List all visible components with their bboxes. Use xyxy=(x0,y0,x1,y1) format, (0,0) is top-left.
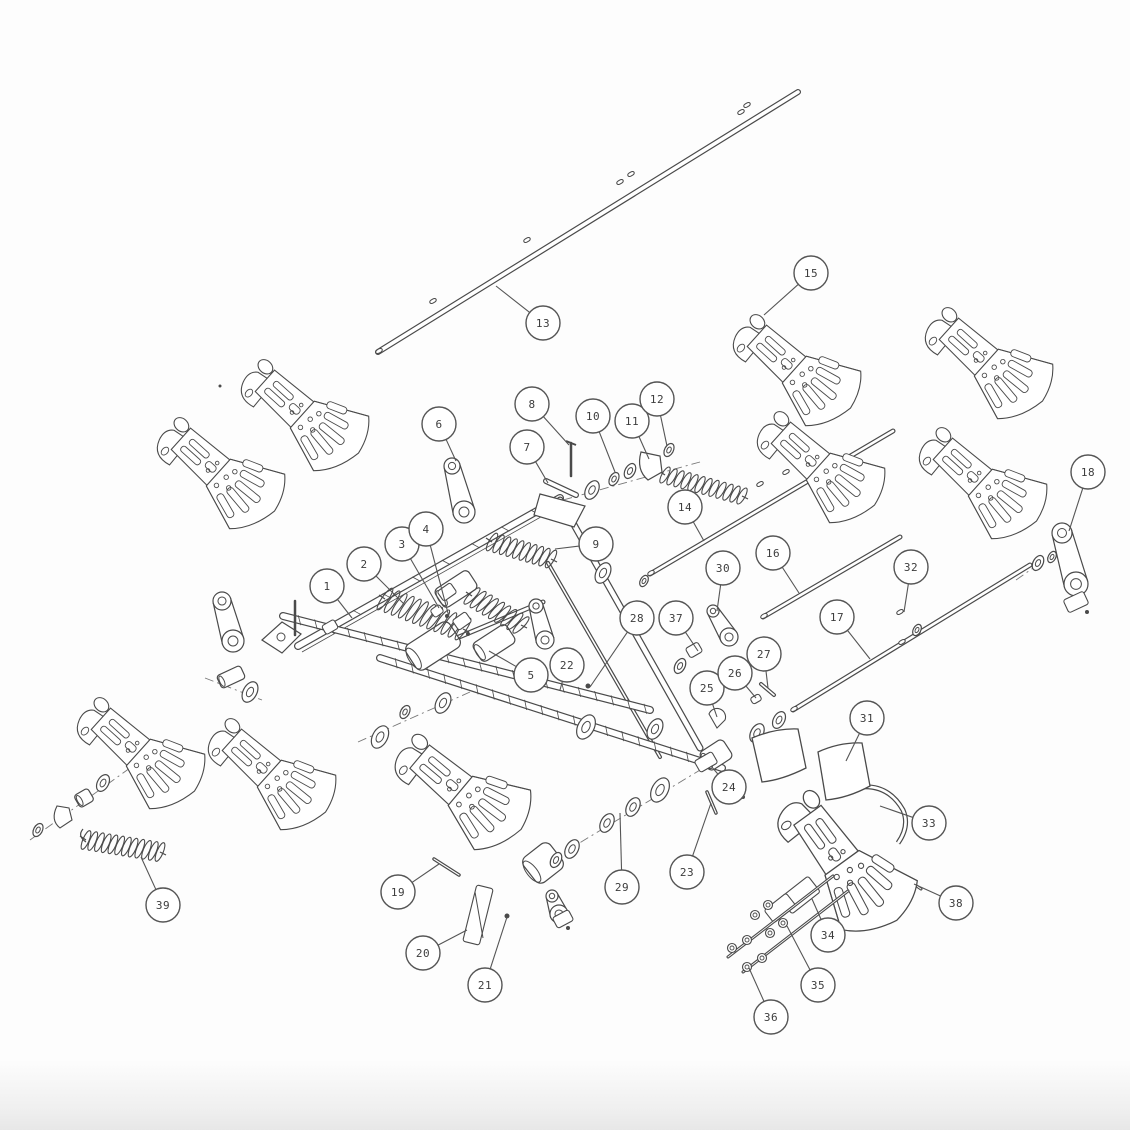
callout-number: 32 xyxy=(904,561,918,574)
callout-number: 22 xyxy=(560,659,574,672)
callout-16: 16 xyxy=(755,535,800,594)
callout-number: 25 xyxy=(700,682,714,695)
callout-24: 24 xyxy=(710,765,747,805)
callout-number: 13 xyxy=(536,317,550,330)
callout-6: 6 xyxy=(421,406,457,462)
callout-number: 34 xyxy=(821,929,835,942)
callout-13: 13 xyxy=(495,285,561,341)
callout-10: 10 xyxy=(575,398,616,473)
callout-number: 19 xyxy=(391,886,405,899)
callout-number: 35 xyxy=(811,979,825,992)
spider-wheel-assembly xyxy=(912,284,1066,434)
callout-number: 30 xyxy=(716,562,730,575)
links-pins-clamps xyxy=(53,384,1089,946)
callout-37: 37 xyxy=(658,600,699,652)
callout-5: 5 xyxy=(488,650,549,693)
callout-32: 32 xyxy=(893,549,929,613)
callout-number: 20 xyxy=(416,947,430,960)
callout-14: 14 xyxy=(667,489,705,542)
callout-number: 38 xyxy=(949,897,963,910)
callout-27: 27 xyxy=(746,636,782,689)
callout-12: 12 xyxy=(639,381,675,447)
callout-number: 14 xyxy=(678,501,692,514)
callout-29: 29 xyxy=(604,812,640,905)
callout-11: 11 xyxy=(614,403,650,460)
callout-number: 3 xyxy=(398,538,405,551)
callout-33: 33 xyxy=(879,805,947,841)
callout-number: 28 xyxy=(630,612,644,625)
callout-19: 19 xyxy=(380,863,440,910)
callout-number: 18 xyxy=(1081,466,1095,479)
callout-number: 23 xyxy=(680,866,694,879)
callout-22: 22 xyxy=(549,647,585,691)
callout-number: 17 xyxy=(830,611,844,624)
callout-number: 5 xyxy=(527,669,534,682)
callout-28: 28 xyxy=(589,600,655,688)
spider-wheel-assembly xyxy=(382,709,545,865)
callout-number: 36 xyxy=(764,1011,778,1024)
spider-wheel-assembly xyxy=(720,291,874,441)
spider-wheel-assembly xyxy=(144,394,298,544)
callout-number: 29 xyxy=(615,881,629,894)
callout-4: 4 xyxy=(408,511,450,618)
callout-number: 10 xyxy=(586,410,600,423)
callout-number: 37 xyxy=(669,612,683,625)
callout-1: 1 xyxy=(309,568,353,619)
callout-26: 26 xyxy=(717,655,757,699)
callout-number: 16 xyxy=(766,547,780,560)
callout-number: 2 xyxy=(360,558,367,571)
callout-34: 34 xyxy=(810,898,846,953)
callout-31: 31 xyxy=(845,700,885,762)
callout-38: 38 xyxy=(913,883,974,921)
callout-39: 39 xyxy=(140,856,181,923)
tension-springs xyxy=(79,466,749,862)
callout-21: 21 xyxy=(467,916,508,1003)
callout-36: 36 xyxy=(748,967,789,1035)
rods-and-shafts xyxy=(375,89,1033,713)
callout-number: 26 xyxy=(728,667,742,680)
callout-number: 27 xyxy=(757,648,771,661)
callout-number: 11 xyxy=(625,415,639,428)
callout-number: 21 xyxy=(478,979,492,992)
callout-number: 7 xyxy=(523,441,530,454)
callout-20: 20 xyxy=(405,929,468,971)
callout-number: 6 xyxy=(435,418,442,431)
callout-number: 33 xyxy=(922,817,936,830)
callout-number: 4 xyxy=(422,523,429,536)
callout-30: 30 xyxy=(705,550,741,612)
callout-15: 15 xyxy=(763,255,829,316)
callout-9: 9 xyxy=(554,526,614,562)
callout-number: 24 xyxy=(722,781,736,794)
callout-number: 1 xyxy=(323,580,330,593)
callout-number: 15 xyxy=(804,267,818,280)
callout-17: 17 xyxy=(819,599,871,660)
callout-7: 7 xyxy=(509,429,549,484)
callout-number: 9 xyxy=(592,538,599,551)
callout-18: 18 xyxy=(1068,454,1106,532)
callout-23: 23 xyxy=(669,802,712,890)
callout-35: 35 xyxy=(786,925,836,1003)
callout-number: 12 xyxy=(650,393,664,406)
callout-number: 8 xyxy=(528,398,535,411)
spider-wheel-assembly xyxy=(195,695,349,845)
mount-assembly-parts xyxy=(726,728,909,974)
callout-number: 39 xyxy=(156,899,170,912)
bushings-and-washers xyxy=(32,442,1057,869)
callout-2: 2 xyxy=(346,546,405,605)
callout-25: 25 xyxy=(689,670,725,718)
spider-wheel-assembly xyxy=(906,404,1060,554)
callout-number: 31 xyxy=(860,712,874,725)
callout-8: 8 xyxy=(514,386,570,446)
